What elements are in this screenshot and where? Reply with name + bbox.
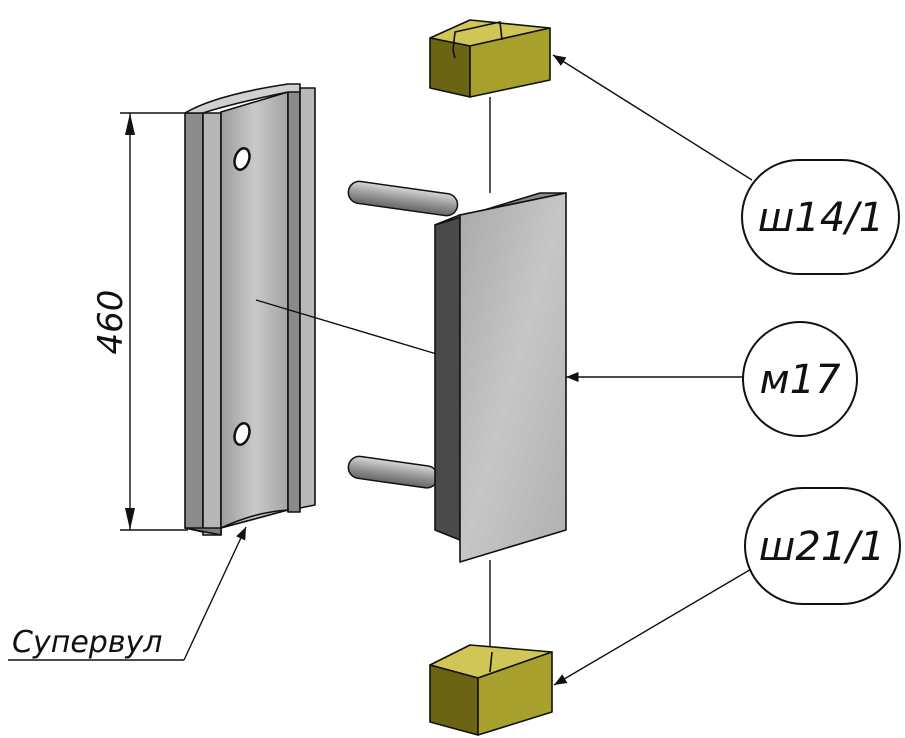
bolt-lower <box>347 455 439 489</box>
callout-label-plate: м17 <box>759 357 841 403</box>
part-label-group: Супервул <box>8 526 247 661</box>
bottom-block-part <box>429 644 553 736</box>
callout-bubble-top <box>741 159 900 275</box>
callout-bubble-bottom <box>744 487 901 605</box>
part-label: Супервул <box>12 625 162 660</box>
callout-label-bottom: ш21/1 <box>759 524 885 570</box>
top-block-part <box>429 19 551 98</box>
rail-part <box>184 83 316 536</box>
leader-top-block <box>552 54 753 181</box>
plate-part <box>434 192 567 563</box>
leader-rail-label <box>183 526 247 661</box>
callout-label-top: ш14/1 <box>758 195 884 241</box>
bolt-upper <box>347 180 459 217</box>
dimension-value: 460 <box>91 290 131 355</box>
dimension-arrow-bottom <box>125 508 135 530</box>
leader-bottom-block <box>553 567 754 686</box>
callout-plate: м17 <box>566 321 858 437</box>
leader-rail-plate <box>255 299 441 356</box>
dimension-arrow-top <box>125 113 135 135</box>
rail-hole-top <box>233 147 251 171</box>
rail-hole-bottom <box>233 422 251 446</box>
callout-top-block: ш14/1 <box>552 54 900 275</box>
callout-bubble-plate <box>742 321 858 437</box>
dimension-460: 460 <box>91 112 188 531</box>
callout-bottom-block: ш21/1 <box>553 487 901 686</box>
